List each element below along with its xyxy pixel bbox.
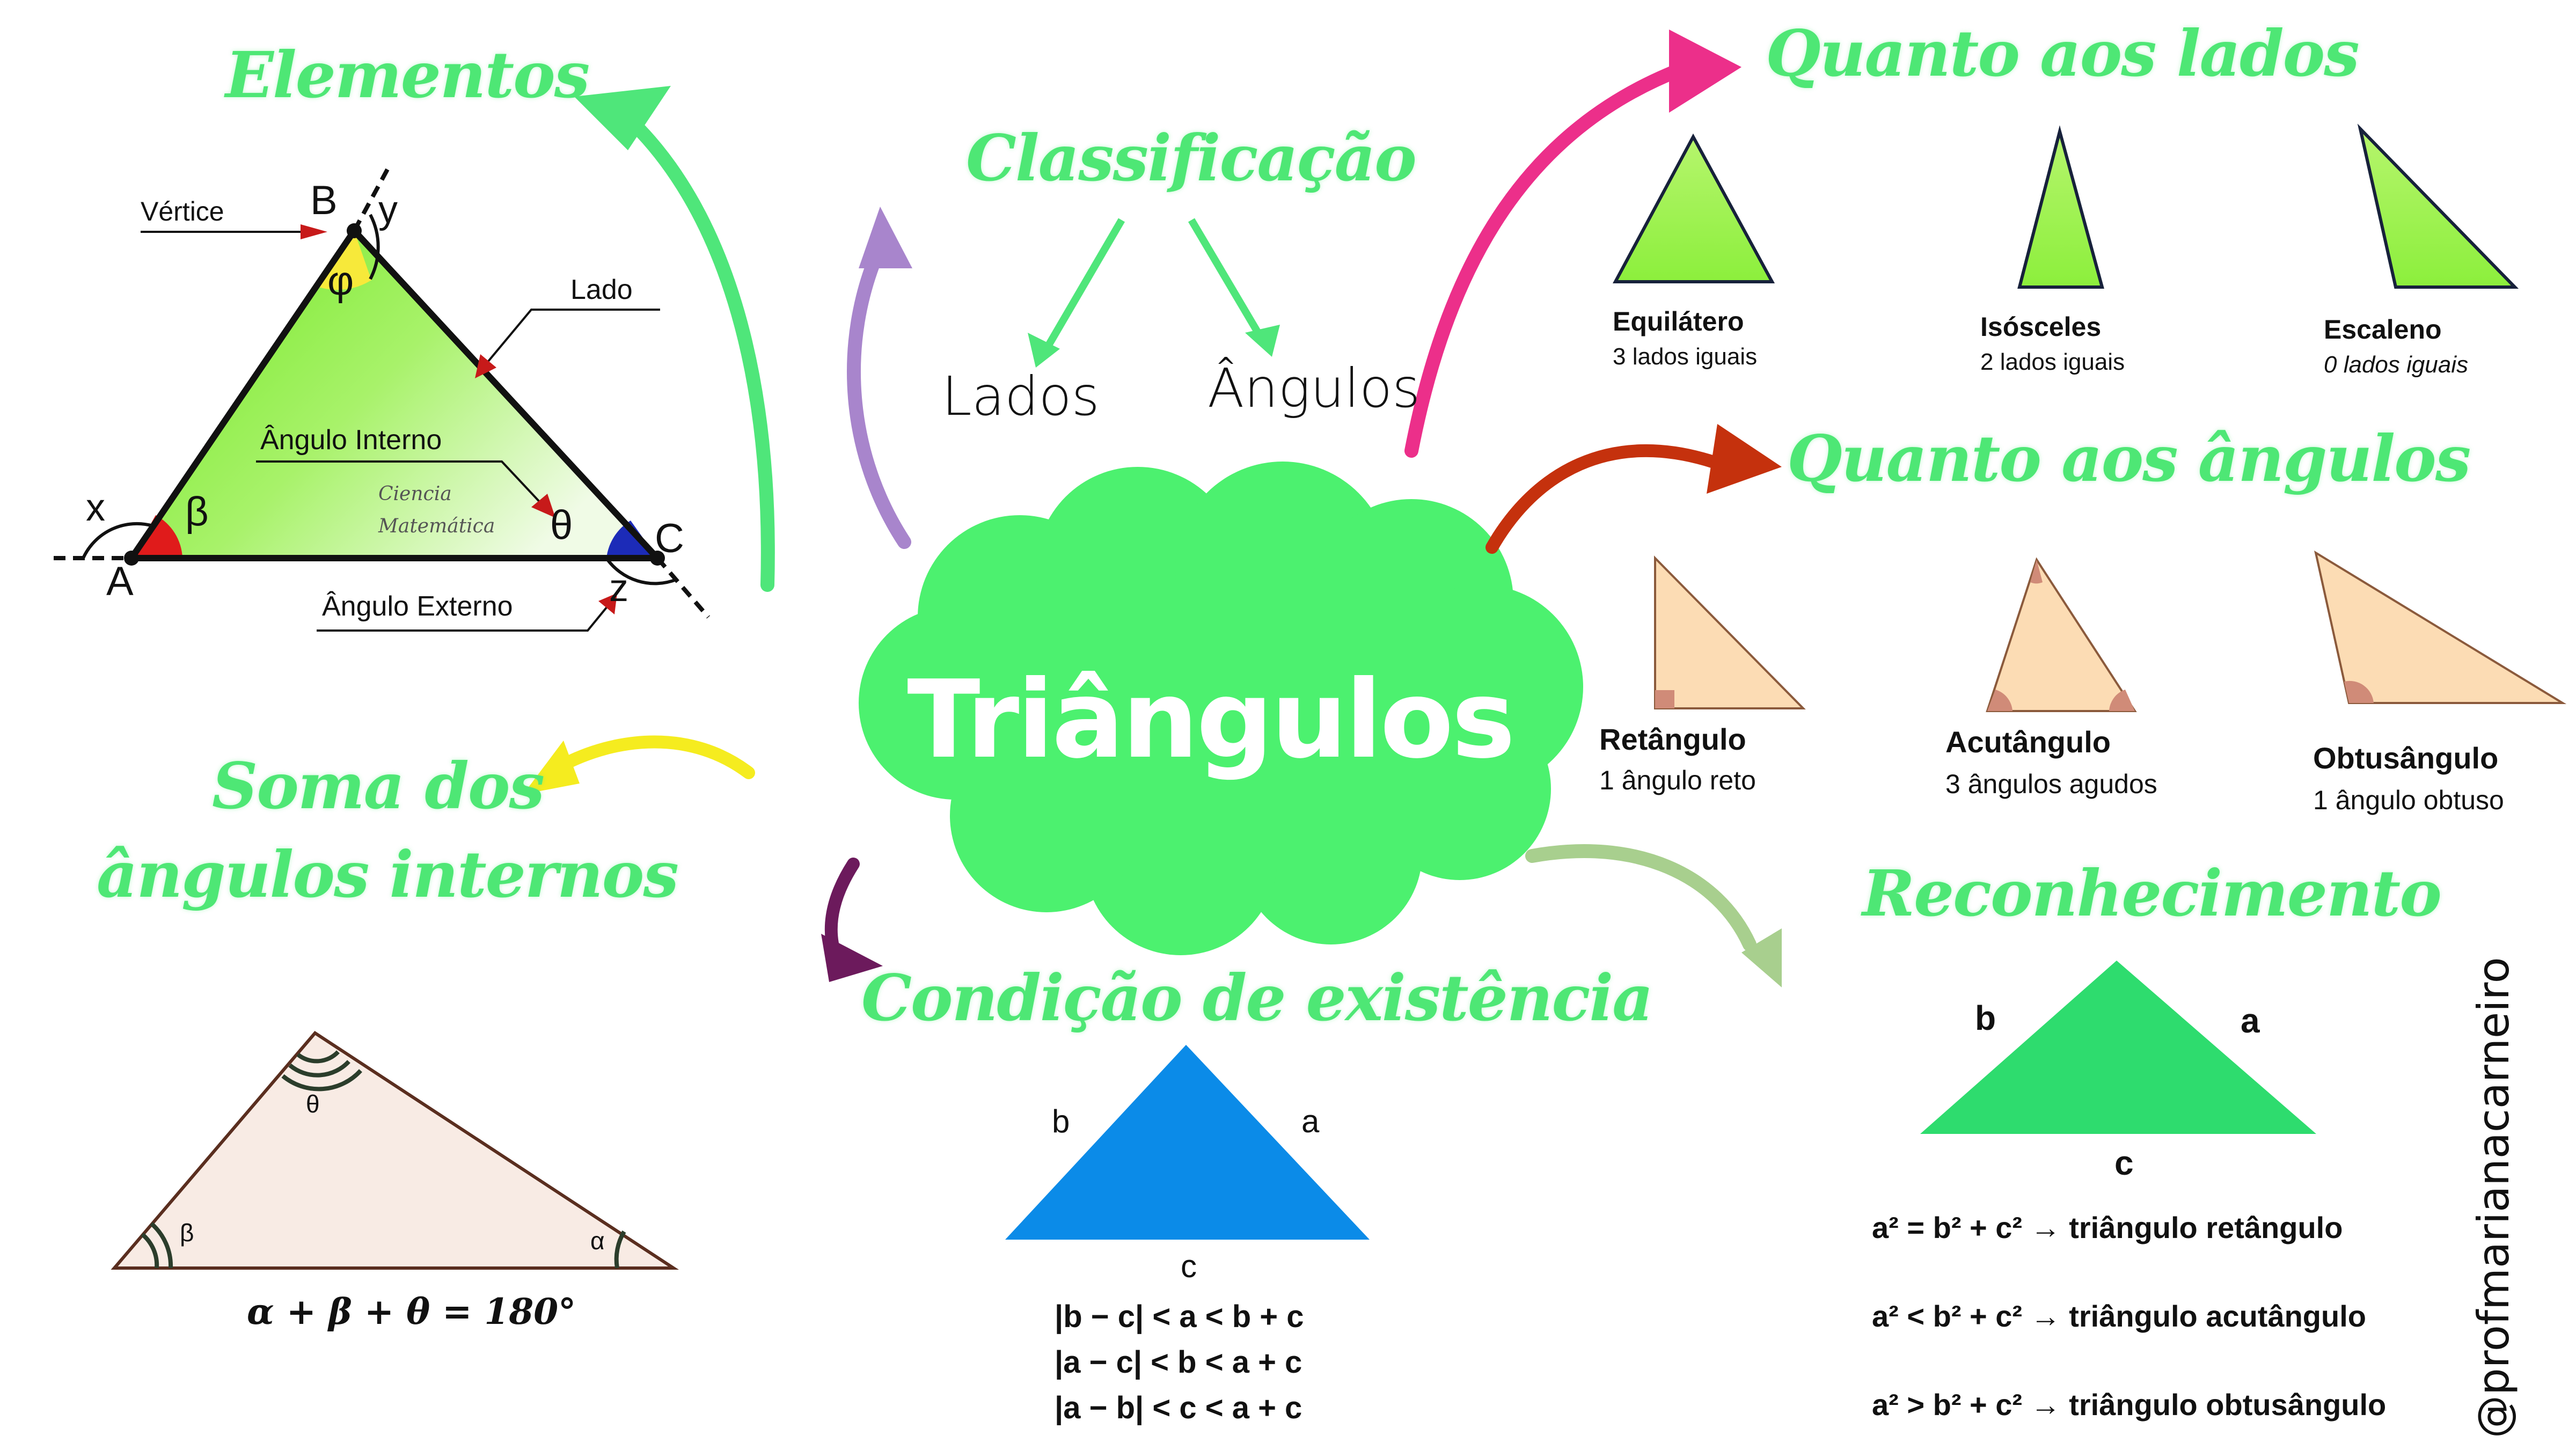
condicao-side-a: a [1301, 1103, 1320, 1139]
rule-result: triângulo retângulo [2069, 1211, 2343, 1244]
soma-title-line2: ângulos internos [97, 837, 679, 912]
rule-result: triângulo obtusângulo [2069, 1388, 2387, 1422]
vertex-b-label: B [310, 178, 338, 223]
rule-arrow-icon: → [2030, 1299, 2061, 1333]
escaleno-triangle [2357, 123, 2519, 289]
escaleno-desc: 0 lados iguais [2324, 351, 2469, 378]
reconhecimento-side-c: c [2114, 1144, 2134, 1182]
angle-beta-label: β [185, 489, 209, 534]
angle-phi-fill [316, 231, 371, 290]
isosceles-desc: 2 lados iguais [1980, 349, 2125, 375]
equilatero-triangle [1612, 133, 1775, 283]
ciencia-watermark-line2: Matemática [378, 515, 495, 537]
angle-beta-fill [131, 515, 182, 558]
arrow-to-quanto-lados [1404, 30, 1741, 458]
arrow-to-reconhecimento [1525, 844, 1782, 987]
retangulo-triangle [1654, 555, 1806, 709]
soma-title-line1: Soma dos [212, 749, 545, 823]
soma-alpha-label: α [590, 1227, 605, 1255]
rule-condition: a² > b² + c² [1872, 1388, 2023, 1422]
acutangulo-name: Acutângulo [1945, 725, 2111, 759]
rule-row-acutangulo: a² < b² + c² → triângulo acutângulo [1872, 1299, 2366, 1334]
label-angulo-externo: Ângulo Externo [322, 591, 513, 622]
reconhecimento-side-a: a [2241, 1001, 2260, 1040]
ext-angle-y-label: y [378, 188, 398, 231]
label-vertice: Vértice [141, 196, 224, 226]
soma-triangle [111, 1031, 679, 1270]
rule-result: triângulo acutângulo [2069, 1299, 2366, 1333]
label-angulo-interno: Ângulo Interno [260, 424, 442, 456]
soma-formula: α + β + θ = 180° [247, 1291, 576, 1332]
obtusangulo-triangle [2314, 550, 2567, 704]
soma-beta-label: β [180, 1219, 194, 1247]
condicao-triangle [1005, 1045, 1370, 1240]
classificacao-angulos: Ângulos [1208, 357, 1421, 420]
quanto-angulos-title: Quanto aos ângulos [1787, 421, 2471, 496]
central-title: Triângulos [907, 657, 1516, 782]
escaleno-name: Escaleno [2324, 314, 2442, 345]
soma-theta-label: θ [306, 1090, 320, 1118]
central-cloud[interactable] [859, 462, 1583, 955]
arrow-classificacao-angulos [1188, 218, 1280, 357]
acutangulo-desc: 3 ângulos agudos [1945, 769, 2157, 799]
vertex-c-label: C [655, 516, 684, 561]
retangulo-name: Retângulo [1599, 722, 1746, 756]
inequality-3: |a − b| < c < a + c [1055, 1390, 1302, 1425]
classificacao-title: Classificação [966, 121, 1417, 195]
arrow-to-quanto-angulos [1485, 424, 1782, 554]
author-watermark: @profmarianacarneiro [2469, 957, 2519, 1438]
isosceles-triangle [2017, 125, 2104, 289]
arrow-classificacao-lados [1028, 218, 1125, 368]
label-lado: Lado [570, 274, 633, 305]
vertex-a-label: A [106, 559, 134, 604]
condicao-title: Condição de existência [861, 961, 1653, 1035]
condicao-side-c: c [1181, 1248, 1197, 1284]
equilatero-name: Equilátero [1613, 306, 1744, 336]
ciencia-watermark-line1: Ciencia [378, 483, 452, 505]
arrow-to-elementos [574, 86, 775, 592]
obtusangulo-desc: 1 ângulo obtuso [2313, 785, 2504, 815]
rule-arrow-icon: → [2030, 1211, 2061, 1244]
isosceles-name: Isósceles [1980, 312, 2102, 342]
arrow-to-condicao [821, 858, 883, 982]
elementos-title: Elementos [225, 38, 590, 112]
angle-theta-label: θ [550, 502, 573, 548]
reconhecimento-title: Reconhecimento [1862, 856, 2442, 931]
rule-row-retangulo: a² = b² + c² → triângulo retângulo [1872, 1210, 2343, 1245]
obtusangulo-name: Obtusângulo [2313, 741, 2499, 775]
quanto-lados-title: Quanto aos lados [1766, 16, 2360, 91]
reconhecimento-triangle [1920, 961, 2316, 1134]
rule-row-obtusangulo: a² > b² + c² → triângulo obtusângulo [1872, 1387, 2386, 1422]
arrow-to-soma [523, 735, 755, 794]
elementos-triangle-diagram [54, 165, 711, 632]
angle-phi-label: φ [327, 258, 354, 304]
arrow-to-classificacao [847, 207, 912, 549]
condicao-side-b: b [1052, 1103, 1070, 1139]
rule-condition: a² < b² + c² [1872, 1299, 2023, 1333]
retangulo-desc: 1 ângulo reto [1599, 765, 1756, 795]
classificacao-lados: Lados [942, 365, 1100, 428]
inequality-2: |a − c| < b < a + c [1055, 1345, 1302, 1380]
ext-angle-z-label: z [609, 567, 628, 610]
acutangulo-triangle [1986, 557, 2137, 712]
reconhecimento-side-b: b [1975, 999, 1996, 1037]
inequality-1: |b − c| < a < b + c [1055, 1299, 1304, 1334]
equilatero-desc: 3 lados iguais [1613, 343, 1758, 370]
ext-angle-x-label: x [86, 486, 105, 529]
rule-condition: a² = b² + c² [1872, 1211, 2023, 1244]
rule-arrow-icon: → [2030, 1388, 2061, 1422]
